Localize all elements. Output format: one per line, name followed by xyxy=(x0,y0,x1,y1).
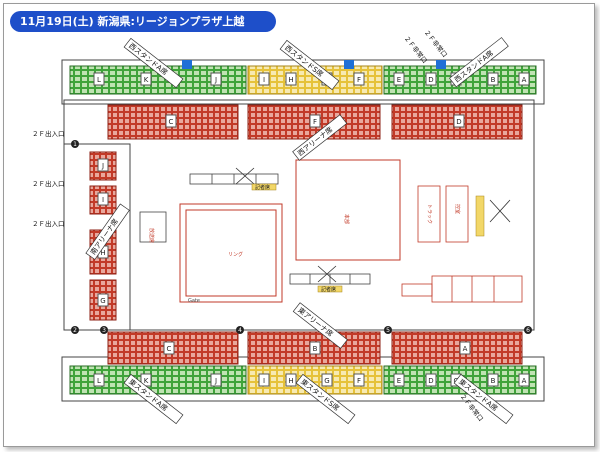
east-arena-block-right xyxy=(391,331,523,365)
marker-label: 4 xyxy=(238,327,242,334)
entrance-label: ２Ｆ出入口 xyxy=(32,129,65,138)
entrance-label: ２Ｆ出入口 xyxy=(32,219,65,228)
block-letter: I xyxy=(263,377,265,385)
wheelchair-icon xyxy=(344,60,354,69)
block-letter: F xyxy=(357,377,361,385)
block-letter: L xyxy=(97,377,101,385)
block-letter: I xyxy=(102,196,104,204)
block-letter: D xyxy=(456,118,461,126)
block-letter: D xyxy=(428,76,433,84)
map-frame: 11月19日(土) 新潟県:リージョンプラザ上越 xyxy=(3,3,595,447)
gate-label: Gate xyxy=(188,298,200,304)
block-letter: B xyxy=(491,76,496,84)
block-letter: B xyxy=(491,377,496,385)
block-letter: G xyxy=(100,297,105,305)
block-letter: H xyxy=(288,377,293,385)
wheelchair-icon xyxy=(182,60,192,69)
waiting-room-label: 控室 xyxy=(454,204,461,214)
block-letter: A xyxy=(522,377,527,385)
block-letter: J xyxy=(214,377,217,385)
south-stand-right-seats xyxy=(383,365,537,395)
block-letter: J xyxy=(101,162,104,170)
block-letter: A xyxy=(522,76,527,84)
entrance-label: ２Ｆ出入口 xyxy=(32,179,65,188)
wheelchair-icon xyxy=(436,60,446,69)
block-letter: D xyxy=(428,377,433,385)
block-letter: C xyxy=(167,345,172,353)
block-letter: H xyxy=(100,249,105,257)
press-boxes: 記者席 記者席 xyxy=(251,183,485,293)
track-label: トラック xyxy=(426,204,432,224)
south-arena-block-4 xyxy=(89,279,117,321)
block-letter: K xyxy=(144,76,149,84)
marker-label: 5 xyxy=(386,327,390,334)
camera-stands xyxy=(235,167,511,283)
seating-map: L K J I H G F E D C B A C xyxy=(32,28,545,425)
east-arena xyxy=(107,331,523,365)
stage-tables xyxy=(139,173,371,285)
block-letter: L xyxy=(97,76,101,84)
press-label: 記者席 xyxy=(321,286,336,293)
block-letter: H xyxy=(288,76,293,84)
marker-label: 2 xyxy=(73,327,77,334)
ring-area xyxy=(179,203,283,303)
main-stage xyxy=(295,159,401,261)
block-letter: K xyxy=(144,377,149,385)
wheelchair-icons xyxy=(182,60,446,69)
page-title: 11月19日(土) 新潟県:リージョンプラザ上越 xyxy=(10,11,276,32)
ring-outer xyxy=(179,203,283,303)
numbered-markers: 1 2 3 4 5 6 xyxy=(71,140,532,334)
block-letter: E xyxy=(397,76,401,84)
marker-label: 1 xyxy=(73,141,77,148)
marker-label: 3 xyxy=(102,327,106,334)
block-letter: G xyxy=(324,377,329,385)
block-letter: F xyxy=(313,118,317,126)
station-label: 放送席 xyxy=(148,228,155,243)
marker-label: 6 xyxy=(526,327,530,334)
entrance-label: ２Ｆ非常口 xyxy=(422,28,449,59)
block-letter: I xyxy=(263,76,265,84)
west-side-outline xyxy=(63,143,131,331)
ring-inner xyxy=(185,209,277,297)
block-letter: C xyxy=(169,118,174,126)
block-letter: B xyxy=(313,345,318,353)
main-stage-label: 本部 xyxy=(343,214,350,224)
block-letter: F xyxy=(357,76,361,84)
ring-label: リング xyxy=(228,251,243,258)
side-structures xyxy=(401,185,523,303)
block-letter: J xyxy=(214,76,217,84)
press-label: 記者席 xyxy=(255,184,270,191)
block-letter: E xyxy=(397,377,401,385)
south-stand xyxy=(69,365,537,395)
block-letter: A xyxy=(463,345,468,353)
